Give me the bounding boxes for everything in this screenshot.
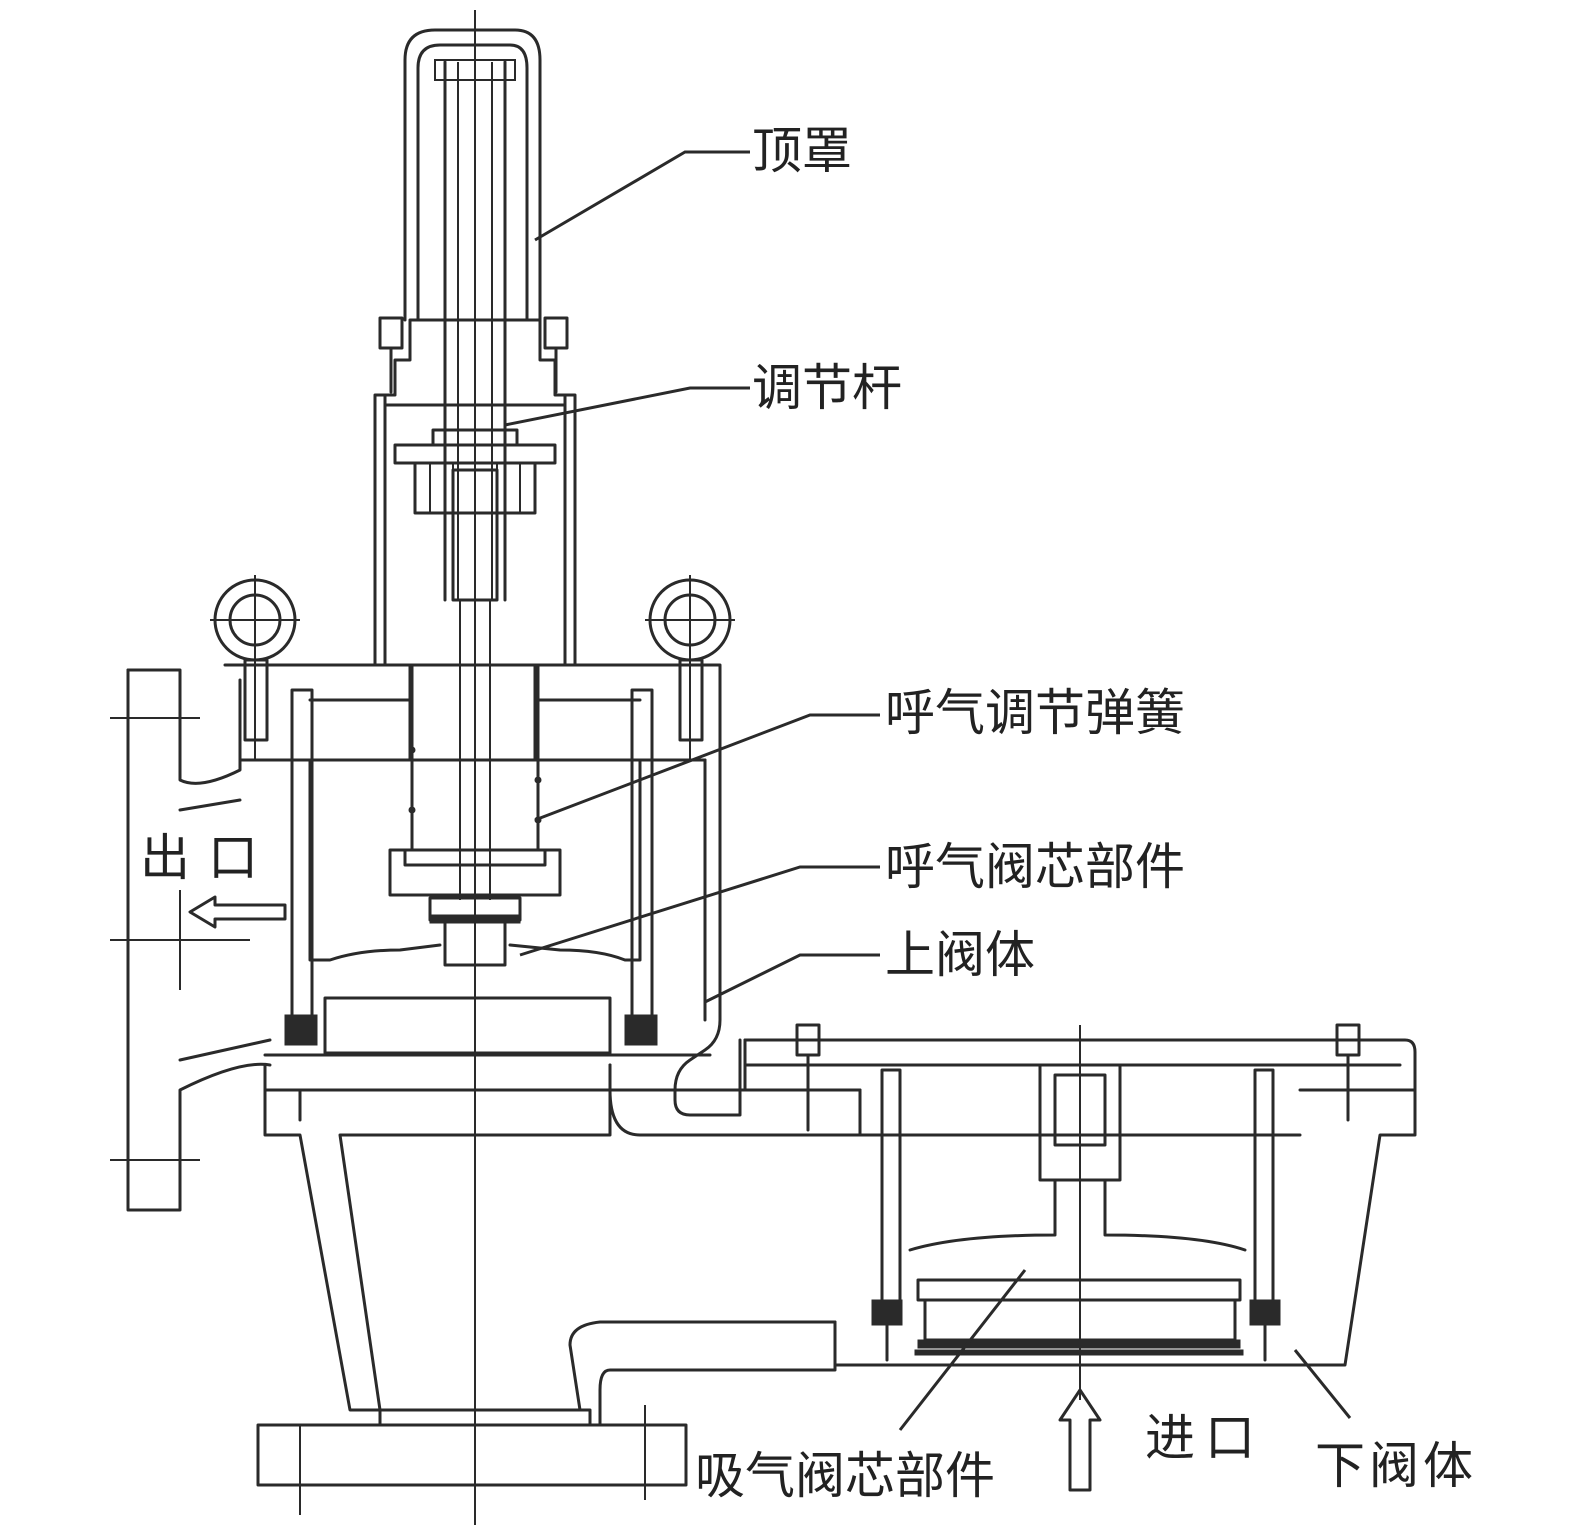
label-lower-body: 下阀体 [1315,1437,1477,1495]
label-inhale-valve-core: 吸气阀芯部件 [695,1447,995,1505]
lower-body [743,1023,1417,1367]
label-exhale-valve-core: 呼气阀芯部件 [885,838,1185,896]
label-exhale-spring: 呼气调节弹簧 [885,684,1185,742]
base-body [256,1063,862,1515]
label-top-cover: 顶罩 [752,122,852,180]
label-adjusting-rod: 调节杆 [752,359,902,417]
adjusting-rod [443,60,507,900]
label-outlet: 出口 [140,829,276,887]
lifting-eye-left [210,575,300,760]
outlet-arrow [188,895,287,929]
labels: 顶罩 调节杆 呼气调节弹簧 呼气阀芯部件 上阀体 出口 吸气阀芯部件 进口 下阀… [140,122,1477,1505]
inhale-valve-core [871,1278,1281,1362]
inlet-arrow [1058,1388,1102,1492]
outlet-flange [110,668,272,1212]
top-cover [403,28,542,322]
label-upper-body: 上阀体 [885,926,1035,984]
bonnet [373,316,577,667]
exhale-valve-core [388,848,562,967]
lifting-eye-right [645,575,735,760]
leader-lines [504,150,1352,1431]
center-lines [474,10,1081,1525]
label-inlet: 进口 [1145,1409,1265,1467]
upper-body [223,663,742,1117]
